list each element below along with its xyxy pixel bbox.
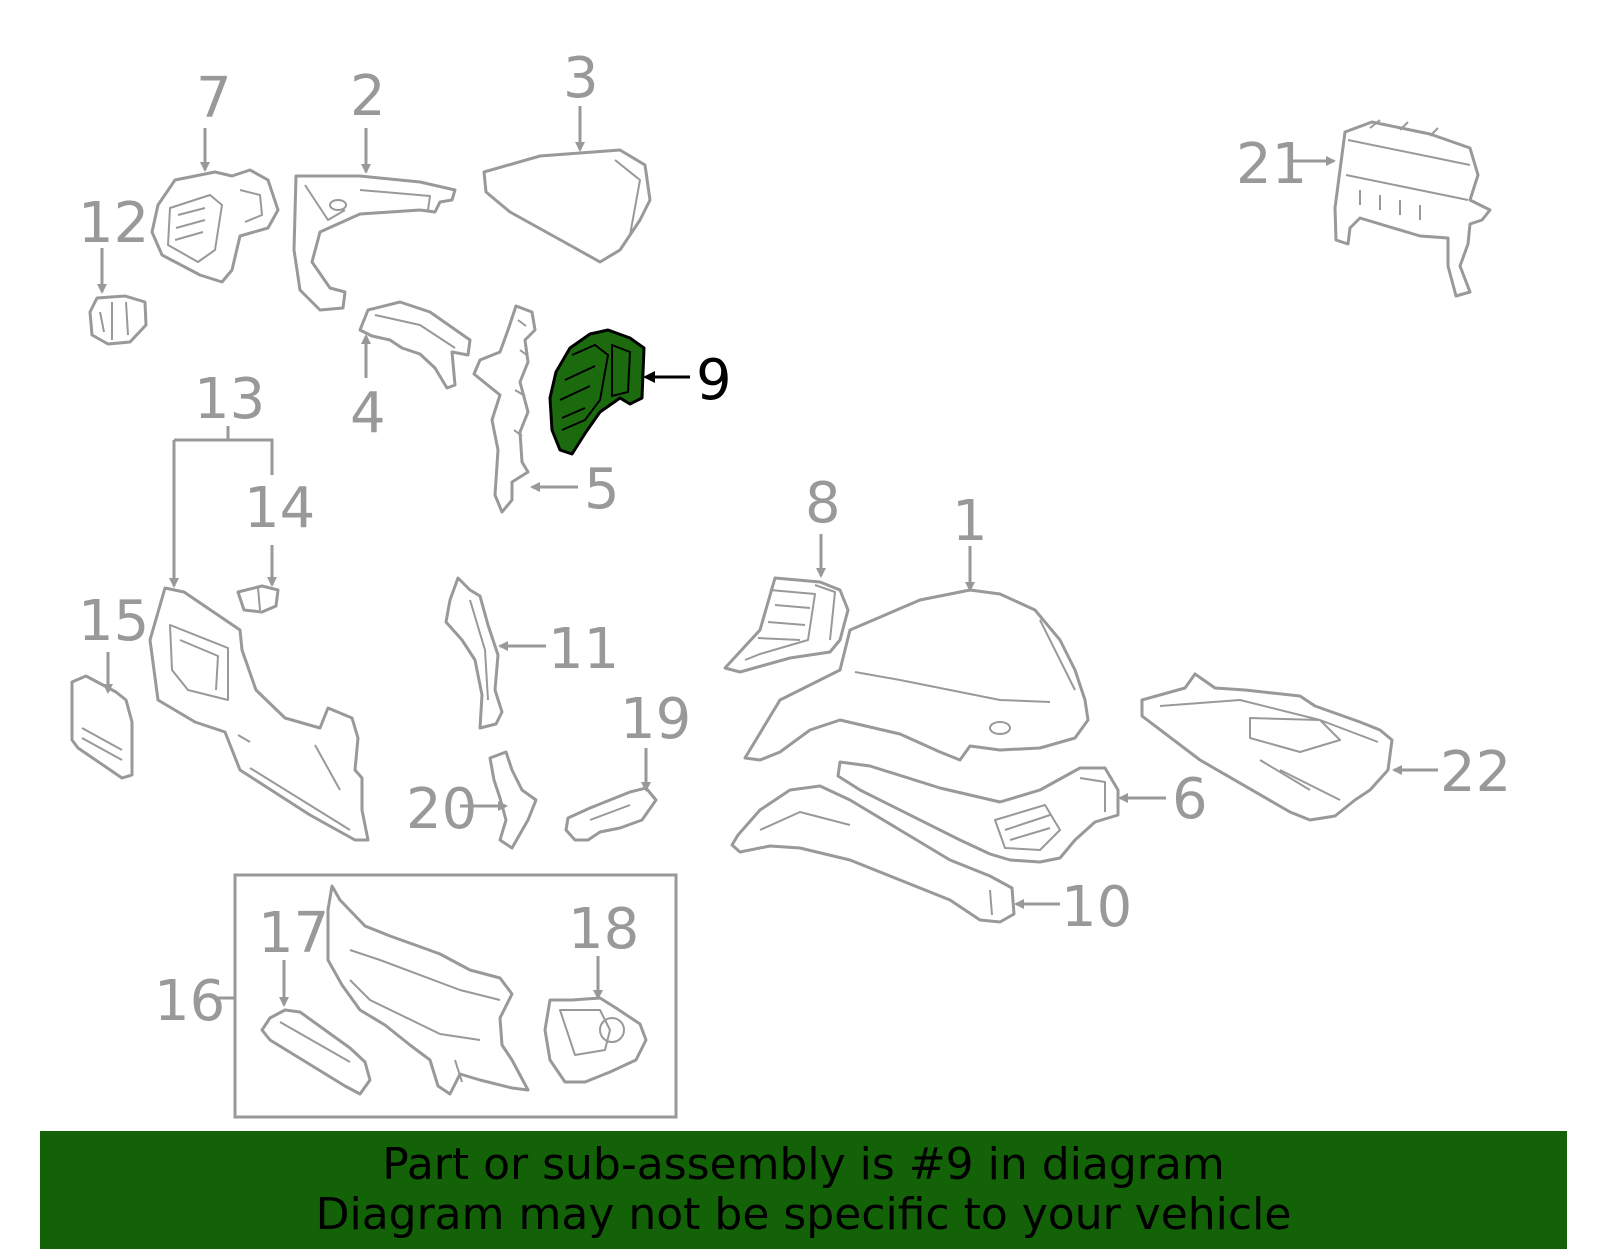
callout-21: 21: [1236, 132, 1307, 197]
part-20-small-bracket: [488, 750, 538, 850]
callout-4: 4: [350, 381, 386, 446]
callout-9: 9: [696, 348, 732, 413]
part-21-airbag: [1333, 119, 1492, 298]
part-1-main-dash-panel: [743, 588, 1090, 762]
part-12-clip: [88, 294, 148, 346]
callout-13: 13: [194, 367, 265, 432]
part-10-lower-trim-strip: [730, 784, 1016, 924]
callout-15: 15: [78, 589, 149, 654]
banner-line-1: Part or sub-assembly is #9 in diagram: [382, 1139, 1225, 1190]
callout-19: 19: [620, 687, 691, 752]
leader-13-14-bracket: [169, 426, 274, 588]
callout-5: 5: [584, 457, 620, 522]
part-14-clip: [236, 584, 280, 614]
part-2-upper-trim: [292, 174, 457, 312]
callout-14: 14: [244, 476, 315, 541]
part-11-side-bracket: [444, 576, 504, 730]
callout-20: 20: [406, 777, 477, 842]
part-7-side-vent: [150, 168, 280, 284]
part-3-top-cover: [482, 148, 652, 264]
callout-12: 12: [78, 191, 149, 256]
part-6-lower-vent: [836, 760, 1120, 864]
part-18-bracket: [543, 996, 648, 1084]
callout-3: 3: [563, 46, 599, 111]
callout-6: 6: [1172, 767, 1208, 832]
callout-11: 11: [548, 617, 619, 682]
callout-2: 2: [350, 64, 386, 129]
part-16-lower-trim: [326, 884, 530, 1096]
callout-8: 8: [805, 471, 841, 536]
part-4-bezel: [358, 300, 472, 390]
callout-7: 7: [196, 66, 232, 131]
part-5-vertical-trim: [472, 304, 537, 514]
subassembly-box-16: [218, 873, 678, 1119]
info-banner: Part or sub-assembly is #9 in diagram Di…: [40, 1131, 1567, 1249]
part-19-bracket: [564, 786, 658, 842]
part-22-undercover: [1140, 672, 1394, 822]
part-17-trim: [260, 1008, 372, 1096]
part-13-lower-panel: [148, 586, 370, 842]
part-15-bracket: [70, 674, 134, 780]
banner-line-2: Diagram may not be specific to your vehi…: [315, 1189, 1292, 1240]
callout-1: 1: [952, 489, 988, 554]
callout-18: 18: [568, 897, 639, 962]
part-9-vent-highlighted: [548, 328, 646, 456]
callout-17: 17: [258, 901, 329, 966]
part-8-vent: [723, 576, 850, 674]
callout-22: 22: [1440, 740, 1511, 805]
callout-16: 16: [154, 969, 225, 1034]
callout-10: 10: [1061, 875, 1132, 940]
